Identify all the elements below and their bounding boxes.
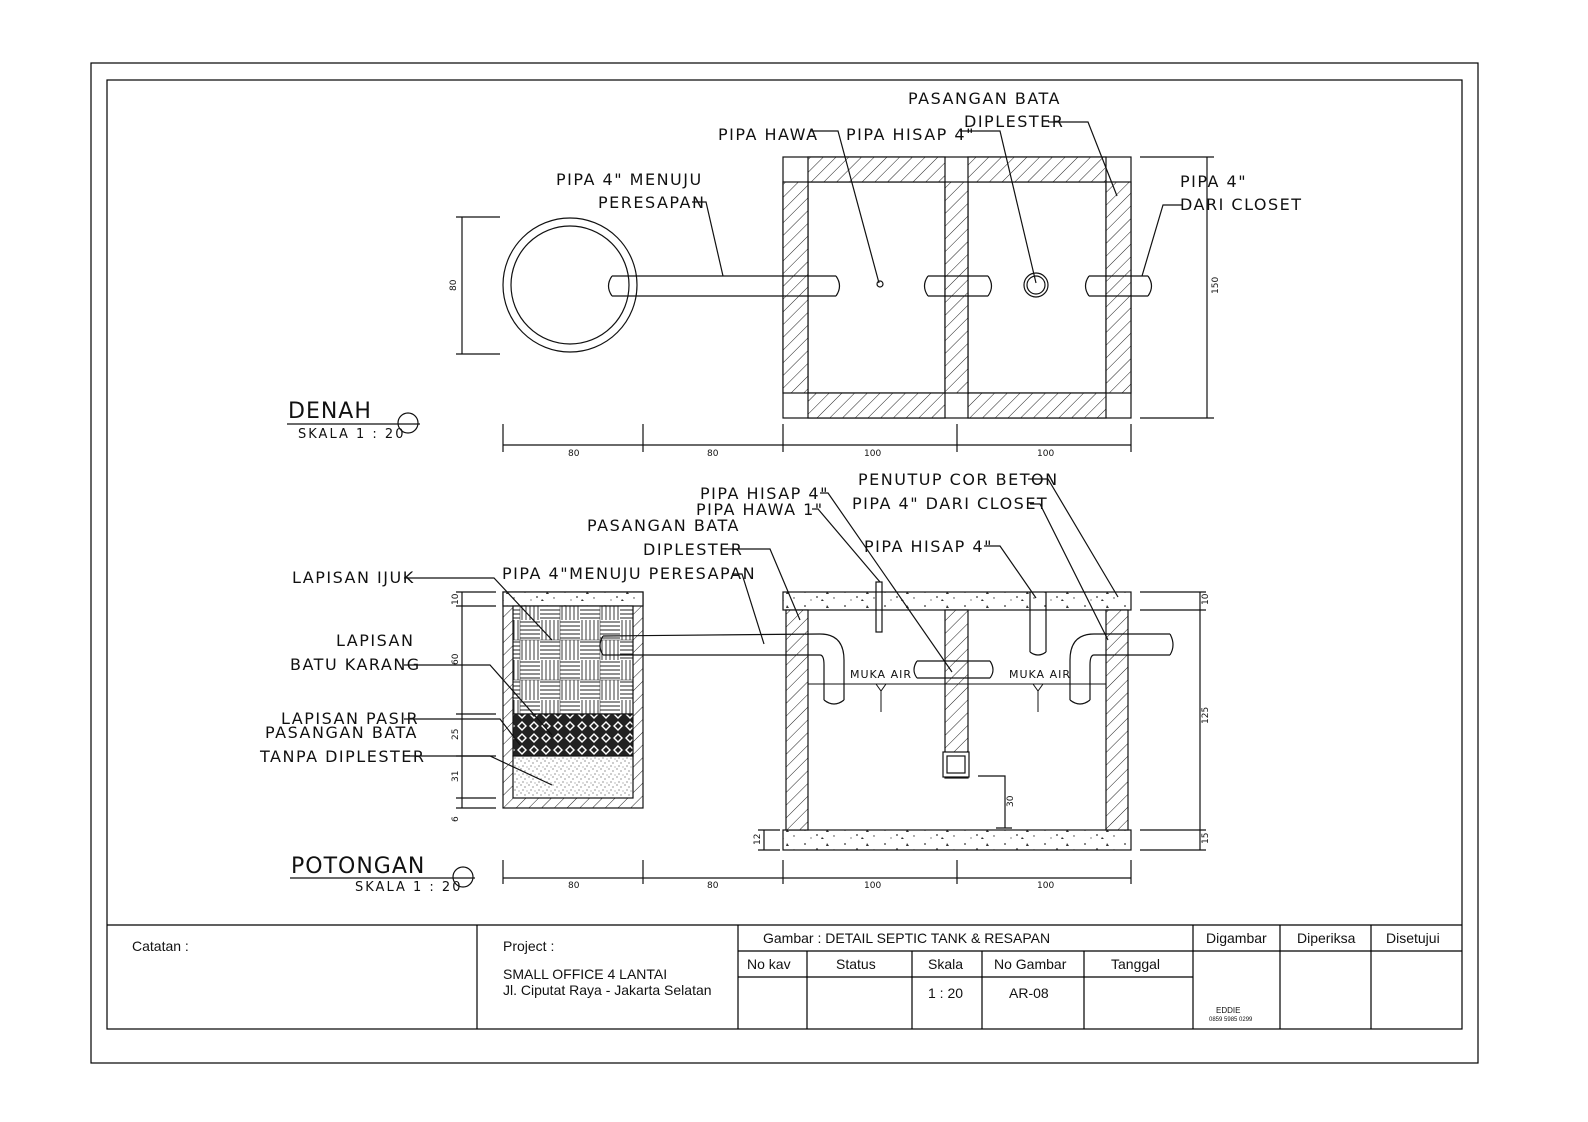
plan-dim-bottom-4: 100 xyxy=(1037,449,1054,459)
section-dim-left-2: 60 xyxy=(451,653,461,665)
section-label-pipa-hawa: PIPA HAWA 1" xyxy=(696,500,824,519)
section-label-pasangan-bata-2: DIPLESTER xyxy=(643,540,743,559)
section-water-labels: MUKA AIR MUKA AIR xyxy=(850,668,1071,681)
plan-label-pipa-closet-1: PIPA 4" xyxy=(1180,172,1247,191)
plan-title-block: DENAH SKALA 1 : 20 xyxy=(287,399,420,442)
value-skala: 1 : 20 xyxy=(928,985,964,1001)
section-label-lapisan-pasir: LAPISAN PASIR xyxy=(281,709,419,728)
section-label-lapisan-ijuk: LAPISAN IJUK xyxy=(292,568,415,587)
section-label-pipa-hisap-1: PIPA HISAP 4" xyxy=(700,484,829,503)
plan-dim-bottom-3: 100 xyxy=(864,449,881,459)
drafter-phone: 0859 5985 0299 xyxy=(1209,1017,1253,1023)
project-label: Project : xyxy=(503,938,555,954)
disetujui-label: Disetujui xyxy=(1386,930,1440,946)
section-label-tanpa-1: PASANGAN BATA xyxy=(265,723,418,742)
section-title-block: POTONGAN SKALA 1 : 20 xyxy=(290,854,475,895)
plan-view xyxy=(456,121,1214,452)
plan-label-pasangan-bata-1: PASANGAN BATA xyxy=(908,89,1061,108)
section-dim-left-3: 25 xyxy=(451,729,461,740)
section-label-lapisan-2: BATU KARANG xyxy=(290,655,421,674)
header-tanggal: Tanggal xyxy=(1111,956,1161,972)
plan-dim-right: 150 xyxy=(1211,277,1221,294)
section-dim-right-1: 10 xyxy=(1201,593,1211,605)
section-label-pasangan-bata-1: PASANGAN BATA xyxy=(587,516,740,535)
section-dim-right-3: 15 xyxy=(1201,833,1211,844)
plan-dim-left: 80 xyxy=(449,279,459,291)
seepage-well-inner xyxy=(510,225,630,345)
section-suction-pipe xyxy=(1029,592,1047,656)
section-texts: PENUTUP COR BETON PIPA HISAP 4" PIPA 4" … xyxy=(259,470,1059,766)
plan-pipe-outlet xyxy=(607,275,841,297)
value-no-gambar: AR-08 xyxy=(1009,985,1049,1001)
sheet-inner-border xyxy=(106,79,1463,1030)
header-status: Status xyxy=(836,956,876,972)
sheet-outer-border xyxy=(90,62,1479,1064)
plan-texts: PASANGAN BATA DIPLESTER PIPA HAWA PIPA H… xyxy=(556,89,1303,214)
diperiksa-label: Diperiksa xyxy=(1297,930,1356,946)
plan-suction-pipe-outer xyxy=(1023,272,1049,298)
catatan-label: Catatan : xyxy=(132,938,189,954)
section-dim-texts: 10 60 25 31 6 10 125 15 30 12 80 80 100 … xyxy=(451,593,1211,891)
plan-dim-bottom-2: 80 xyxy=(707,449,719,459)
section-scale: SKALA 1 : 20 xyxy=(355,880,462,895)
section-label-penutup: PENUTUP COR BETON xyxy=(858,470,1059,489)
section-vent-pipe xyxy=(875,581,883,633)
section-dim-left-1: 10 xyxy=(451,593,461,605)
seepage-well-outer xyxy=(502,217,638,353)
plan-title: DENAH xyxy=(288,399,372,424)
digambar-label: Digambar xyxy=(1206,930,1267,946)
section-elbow-left xyxy=(819,633,845,705)
section-dim-inner: 30 xyxy=(1006,795,1016,807)
section-label-muka-air-1: MUKA AIR xyxy=(850,668,912,681)
section-label-muka-air-2: MUKA AIR xyxy=(1009,668,1071,681)
section-label-pipa-hisap-2: PIPA HISAP 4" xyxy=(864,537,993,556)
section-label-lapisan-1: LAPISAN xyxy=(336,631,414,650)
section-label-pipa-menuju: PIPA 4"MENUJU PERESAPAN xyxy=(502,564,756,583)
plan-label-pipa-menuju-2: PERESAPAN xyxy=(598,193,705,212)
project-address: Jl. Ciputat Raya - Jakarta Selatan xyxy=(503,982,712,998)
header-skala: Skala xyxy=(928,956,964,972)
plan-label-pasangan-bata-2: DIPLESTER xyxy=(964,112,1064,131)
plan-pipe-middle xyxy=(923,275,993,297)
section-dim-bottom-left: 12 xyxy=(753,834,763,845)
drawing-title: Gambar : DETAIL SEPTIC TANK & RESAPAN xyxy=(763,930,1051,946)
section-dim-bottom-3: 100 xyxy=(864,881,881,891)
plan-suction-pipe-inner xyxy=(1026,275,1046,295)
section-dim-left-5: 6 xyxy=(451,816,461,822)
tank-section-cover xyxy=(782,591,1132,611)
section-dim-bottom-1: 80 xyxy=(568,881,580,891)
section-title: POTONGAN xyxy=(291,854,425,879)
drafter-name: EDDIE xyxy=(1216,1006,1241,1015)
section-label-pipa-closet: PIPA 4" DARI CLOSET xyxy=(852,494,1048,513)
plan-label-pipa-hawa: PIPA HAWA xyxy=(718,125,819,144)
section-dim-right-2: 125 xyxy=(1201,707,1211,724)
section-dim-left-4: 31 xyxy=(451,771,461,782)
plan-dim-bottom-1: 80 xyxy=(568,449,580,459)
plan-dim-texts: 80 150 80 80 100 100 xyxy=(449,277,1221,459)
plan-label-pipa-closet-2: DARI CLOSET xyxy=(1180,195,1303,214)
header-no-kav: No kav xyxy=(747,956,791,972)
section-elbow-right xyxy=(1069,633,1095,705)
plan-label-pipa-menuju-1: PIPA 4" MENUJU xyxy=(556,170,703,189)
title-block-grid xyxy=(107,924,1462,1029)
section-dim-bottom-2: 80 xyxy=(707,881,719,891)
section-dim-bottom-4: 100 xyxy=(1037,881,1054,891)
project-name: SMALL OFFICE 4 LANTAI xyxy=(503,966,668,982)
plan-label-pipa-hisap: PIPA HISAP 4" xyxy=(846,125,975,144)
plan-vent-pipe xyxy=(876,280,884,288)
section-label-tanpa-2: TANPA DIPLESTER xyxy=(259,747,425,766)
plan-pipe-inlet xyxy=(1084,275,1153,297)
header-no-gambar: No Gambar xyxy=(994,956,1067,972)
plan-scale: SKALA 1 : 20 xyxy=(298,427,405,442)
tank-section-slab xyxy=(782,829,1132,851)
section-view xyxy=(404,478,1206,884)
